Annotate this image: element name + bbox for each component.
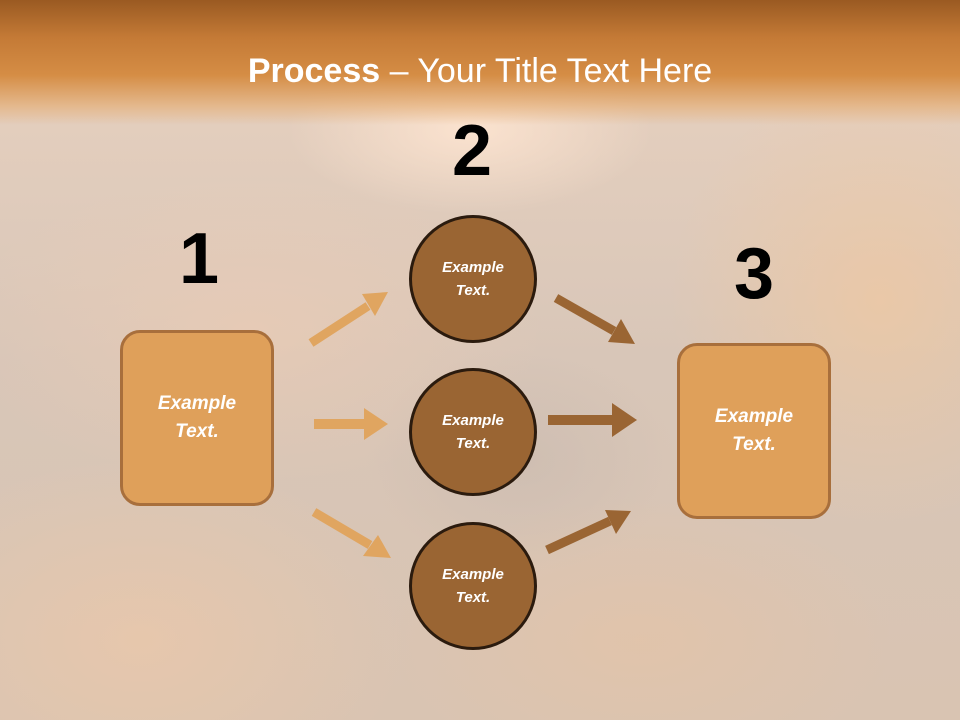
header-band (0, 0, 960, 125)
step-1-box: Example Text. (120, 330, 274, 506)
title-bold: Process (247, 52, 381, 90)
step-2-circle-bottom: Example Text. (409, 522, 537, 650)
step-2-circle-top: Example Text. (409, 215, 537, 343)
step-2-circle-middle: Example Text. (409, 368, 537, 496)
circle-middle-label: Example Text. (442, 411, 504, 452)
step-number-1: 1 (178, 219, 220, 299)
step-number-3: 3 (733, 234, 775, 314)
step-3-label: Example Text. (714, 405, 794, 456)
arrow-box-to-middle-circle (314, 408, 388, 440)
step-3-box: Example Text. (677, 343, 831, 519)
arrow-top-circle-to-box (553, 294, 635, 344)
circle-bottom-label: Example Text. (442, 565, 504, 606)
step-1-label: Example Text. (157, 392, 237, 443)
arrow-box-to-bottom-circle (311, 508, 391, 558)
slide-title: Process – Your Title Text Here (0, 52, 960, 91)
arrow-box-to-top-circle (308, 292, 388, 347)
title-rest: – Your Title Text Here (380, 52, 713, 90)
step-number-2: 2 (451, 111, 493, 191)
circle-top-label: Example Text. (442, 258, 504, 299)
arrow-middle-circle-to-box (548, 403, 637, 437)
arrow-bottom-circle-to-box (545, 510, 631, 555)
